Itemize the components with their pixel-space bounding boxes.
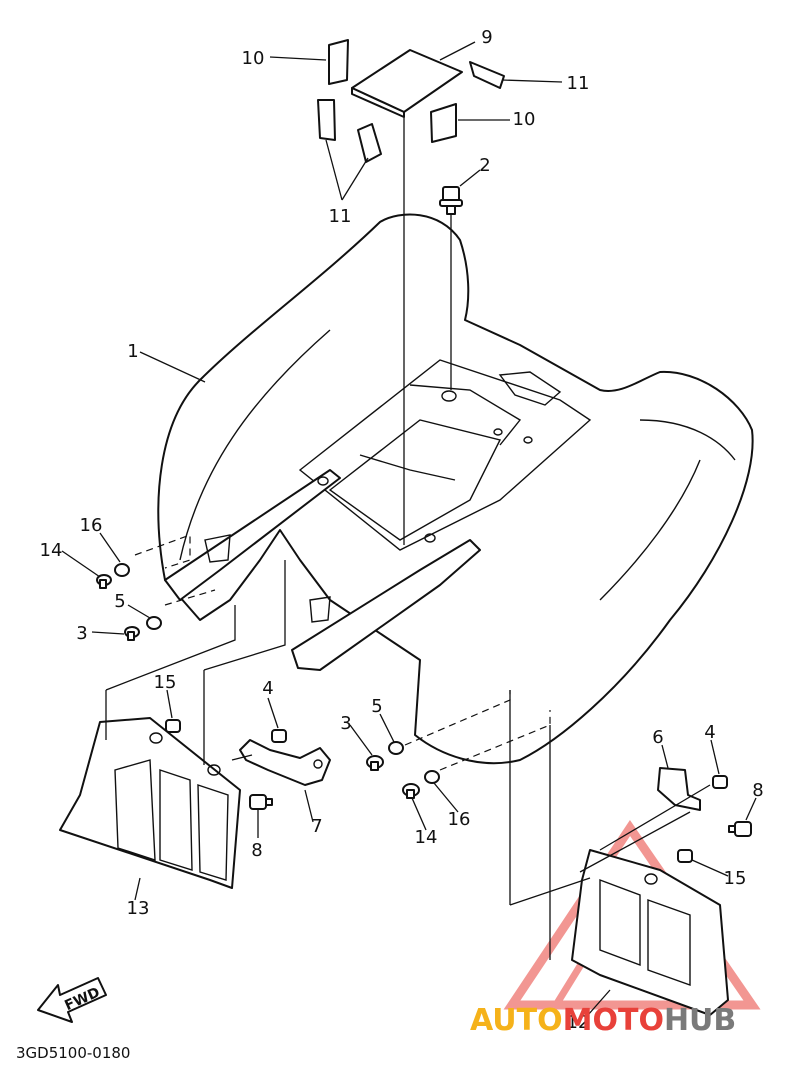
- part-10-pad-left: [328, 39, 349, 85]
- label-part-8-left: 8: [251, 840, 262, 861]
- part-1-rear-fender: [157, 213, 754, 765]
- fwd-arrow: FWD: [37, 977, 107, 1023]
- part-14-screw-left: [96, 574, 112, 589]
- label-part-5-right: 5: [371, 696, 382, 717]
- watermark-auto: AUTO: [470, 1003, 563, 1038]
- label-part-2: 2: [479, 155, 490, 176]
- svg-text:AUTOMOTOHUB: AUTOMOTOHUB: [470, 1003, 736, 1038]
- assembly-reference-lines: [105, 116, 711, 960]
- label-part-3-right: 3: [340, 713, 351, 734]
- part-14-screw-right: [402, 783, 420, 799]
- part-2-bolt: [439, 186, 463, 215]
- part-10-pad-right: [430, 103, 457, 143]
- label-part-13: 13: [127, 898, 150, 919]
- label-part-14-left: 14: [40, 540, 63, 561]
- part-5-washer-right: [388, 741, 404, 755]
- part-4-nut-left: [271, 729, 287, 743]
- label-part-14-right: 14: [415, 827, 438, 848]
- part-15-nut-left: [165, 719, 181, 733]
- part-11-pad-left-b: [357, 123, 382, 163]
- part-11-pad-top: [469, 61, 505, 89]
- part-12-right-mudguard: [571, 849, 729, 1016]
- part-3-screw-left: [124, 626, 140, 641]
- part-15-nut-right: [677, 849, 693, 863]
- label-part-8-right: 8: [752, 780, 763, 801]
- label-part-5-left: 5: [114, 591, 125, 612]
- part-7-bracket: [239, 739, 331, 786]
- part-13-left-mudguard: [59, 717, 241, 889]
- part-3-screw-right: [366, 755, 384, 771]
- label-part-15-left: 15: [154, 672, 177, 693]
- part-5-washer-left: [146, 616, 162, 630]
- label-part-15-right: 15: [724, 868, 747, 889]
- label-part-3-left: 3: [76, 623, 87, 644]
- part-9-plate: [351, 49, 463, 118]
- part-11-pad-left-a: [317, 99, 336, 141]
- diagram-code: 3GD5100-0180: [16, 1044, 130, 1062]
- label-part-11-top: 11: [567, 73, 590, 94]
- part-8-bolt-right: [728, 821, 752, 837]
- part-16-washer-left: [114, 563, 130, 577]
- part-8-bolt-left: [249, 794, 273, 810]
- label-part-10-right: 10: [513, 109, 536, 130]
- label-part-4-left: 4: [262, 678, 273, 699]
- label-part-16-left: 16: [80, 515, 103, 536]
- label-part-7: 7: [311, 816, 322, 837]
- label-part-1: 1: [127, 341, 138, 362]
- label-part-9: 9: [481, 27, 492, 48]
- label-part-11-left: 11: [329, 206, 352, 227]
- part-labels: 10 9 11 10 11 2 1 16 14 5 3 15 4 7 8 13 …: [40, 27, 764, 1033]
- watermark-text: AUTOMOTOHUB: [470, 1003, 736, 1038]
- label-part-12: 12: [567, 1012, 590, 1033]
- label-part-16-right: 16: [448, 809, 471, 830]
- label-part-4-right: 4: [704, 722, 715, 743]
- leader-lines: [61, 41, 757, 1016]
- watermark-moto: MOTO: [563, 1003, 664, 1038]
- label-part-6: 6: [652, 727, 663, 748]
- watermark-hub: HUB: [664, 1003, 736, 1038]
- part-16-washer-right: [424, 770, 440, 784]
- part-4-nut-right: [712, 775, 728, 789]
- label-part-10-left: 10: [242, 48, 265, 69]
- part-6-clip: [657, 767, 701, 811]
